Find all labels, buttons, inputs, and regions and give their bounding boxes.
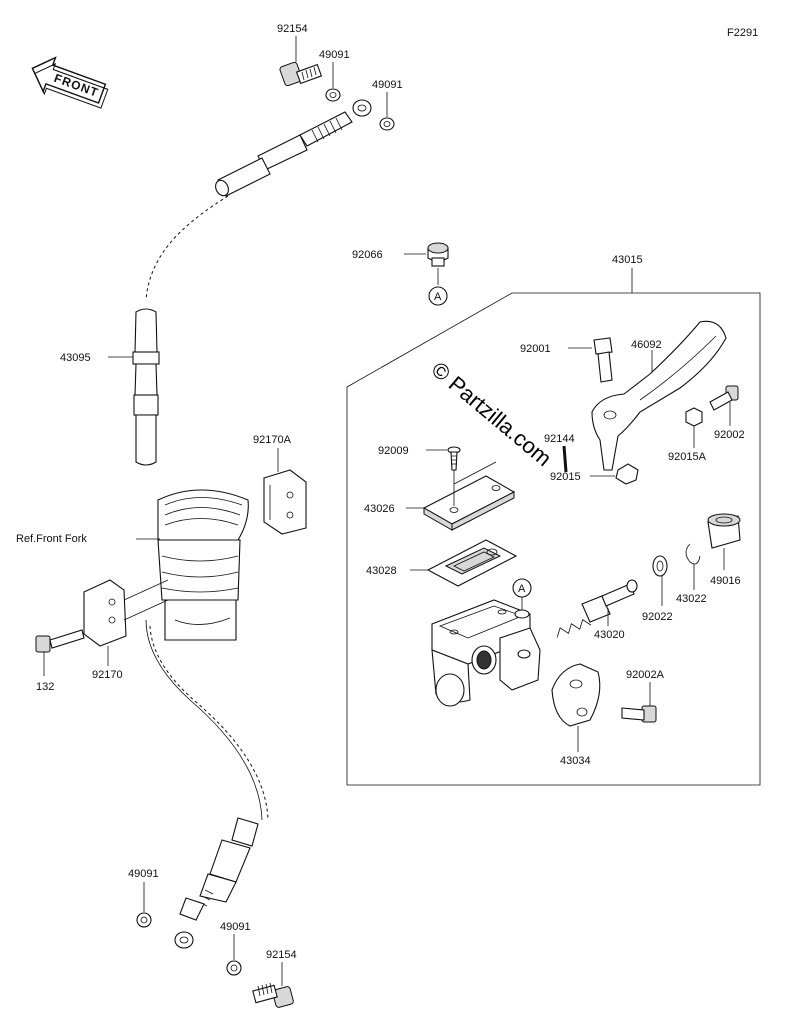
- label-92015: 92015: [550, 471, 581, 483]
- washer-49091-d: [226, 960, 242, 976]
- label-43015: 43015: [612, 254, 643, 266]
- bolt-92001: [593, 337, 613, 383]
- bolt-92002: [709, 385, 739, 411]
- label-92022: 92022: [642, 611, 673, 623]
- brake-hose-upper: [145, 195, 229, 301]
- label-43022: 43022: [676, 593, 707, 605]
- hose-lower-fitting: [174, 817, 259, 949]
- screw-92009: [447, 446, 461, 471]
- label-92170: 92170: [92, 669, 123, 681]
- circlip-43022: [685, 543, 701, 565]
- nut-92015: [615, 463, 639, 485]
- label-49091-a: 49091: [319, 49, 350, 61]
- label-43020: 43020: [594, 629, 625, 641]
- label-92001: 92001: [520, 343, 551, 355]
- ref-marker-a-top-text: A: [434, 291, 442, 303]
- label-92066: 92066: [352, 249, 383, 261]
- label-92015A: 92015A: [668, 451, 707, 463]
- label-49016: 49016: [710, 575, 741, 587]
- assembly-outline-43015: [346, 292, 761, 786]
- hose-clamp-92170: [83, 579, 169, 647]
- banjo-bolt-bottom: [252, 982, 294, 1008]
- figure-code: F2291: [727, 27, 758, 39]
- label-92170A: 92170A: [253, 434, 292, 446]
- banjo-bolt-top: [279, 61, 323, 87]
- master-cylinder-body: [431, 599, 541, 707]
- boot-49016: [707, 513, 741, 549]
- washer-49091-c: [136, 912, 152, 928]
- brake-hose-sheath: [132, 308, 160, 466]
- bolt-132: [35, 629, 85, 653]
- front-fork-reference: [157, 489, 249, 641]
- pin-92144: [562, 445, 568, 473]
- label-43028: 43028: [366, 565, 397, 577]
- label-49091-c: 49091: [128, 868, 159, 880]
- brake-lever-46092: [591, 320, 727, 471]
- label-132: 132: [36, 681, 54, 693]
- cap-92066: [427, 242, 449, 267]
- label-49091-b: 49091: [372, 79, 403, 91]
- washer-92022: [652, 555, 668, 577]
- label-92002: 92002: [714, 429, 745, 441]
- label-49091-d: 49091: [220, 921, 251, 933]
- label-92002A: 92002A: [626, 669, 665, 681]
- ref-marker-a-lower-text: A: [518, 583, 526, 595]
- hose-clamp-92170A: [263, 469, 307, 535]
- label-43026: 43026: [364, 503, 395, 515]
- piston-kit-43020: [556, 579, 638, 638]
- label-43095: 43095: [60, 352, 91, 364]
- ref-front-fork-label: Ref.Front Fork: [16, 533, 87, 545]
- washer-49091-a: [325, 88, 341, 102]
- label-92154-top: 92154: [277, 23, 308, 35]
- label-92009: 92009: [378, 445, 409, 457]
- hose-upper-fitting: [215, 99, 372, 197]
- ref-marker-a-top: [428, 286, 448, 306]
- label-46092: 46092: [631, 339, 662, 351]
- diaphragm-43028: [426, 539, 518, 587]
- watermark: © Partzilla.com: [427, 357, 557, 471]
- front-arrow-icon: FRONT: [31, 56, 109, 109]
- bolt-92002A: [621, 705, 657, 723]
- nut-92015A: [685, 407, 703, 427]
- brake-hose-lower: [145, 619, 263, 821]
- reservoir-cover-43026: [422, 461, 516, 531]
- clamp-43034: [551, 663, 601, 727]
- label-92144: 92144: [544, 433, 575, 445]
- label-43034: 43034: [560, 755, 591, 767]
- washer-49091-b: [379, 117, 395, 131]
- label-92154-bottom: 92154: [266, 949, 297, 961]
